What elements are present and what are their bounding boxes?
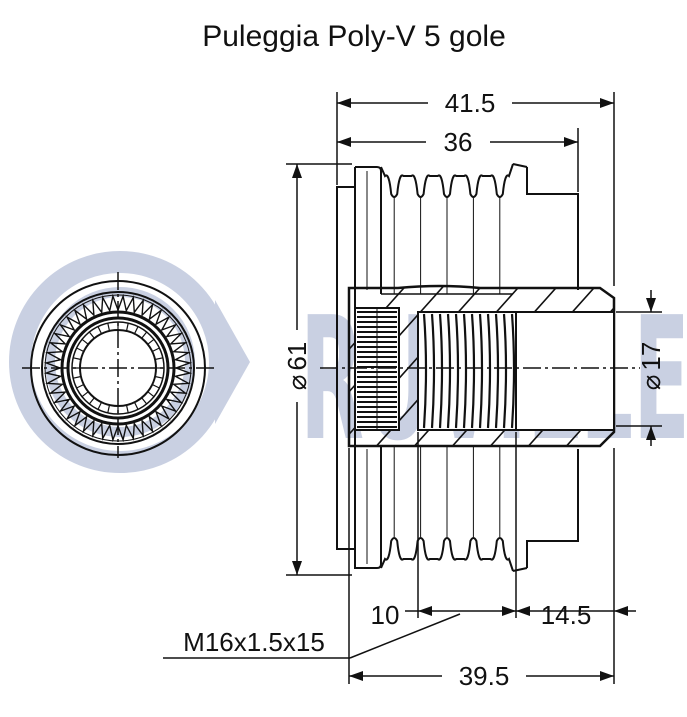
- thread-spec-label: M16x1.5x15: [183, 627, 325, 657]
- drawing-title: Puleggia Poly-V 5 gole: [202, 20, 506, 53]
- internal-thread-lines: [422, 313, 516, 429]
- dim-bore-diameter: ⌀17: [636, 342, 666, 391]
- internal-spline-lines: [357, 308, 397, 430]
- front-view: [22, 272, 216, 458]
- dim-shaft-offset: 14.5: [541, 600, 592, 630]
- dim-outer-diameter: ⌀61: [282, 342, 312, 391]
- dim-total-depth: 39.5: [459, 661, 510, 691]
- groove-inner-lines: [393, 198, 501, 537]
- dim-pulley-width: 36: [444, 127, 473, 157]
- dim-overall-length: 41.5: [445, 88, 496, 118]
- dimension-lines: 41.5 36 ⌀61 ⌀17 10 14.5: [163, 88, 666, 691]
- section-view: [320, 163, 640, 572]
- dim-thread-length: 10: [371, 600, 400, 630]
